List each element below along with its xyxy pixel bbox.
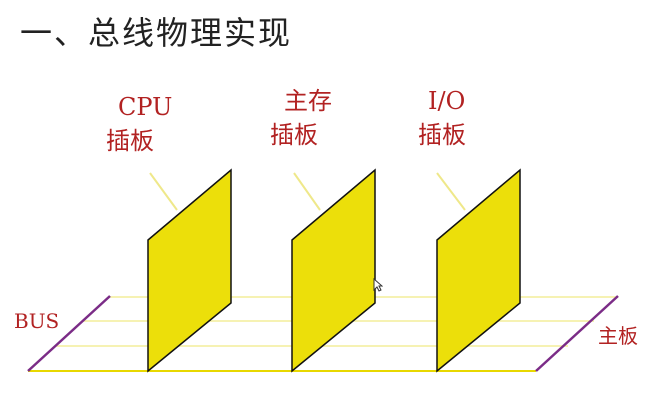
cpu-card-label-line2: 插板 bbox=[106, 127, 154, 155]
io-card bbox=[436, 168, 521, 373]
memory-card-label-line1: 主存 bbox=[284, 87, 332, 115]
io-card-leader-line bbox=[436, 172, 466, 211]
board-edge-left bbox=[27, 295, 111, 372]
memory-card-label: 主存 插板 bbox=[270, 84, 332, 152]
board-edge-right bbox=[535, 295, 619, 372]
slide-title: 一、总线物理实现 bbox=[20, 14, 293, 52]
cpu-card bbox=[147, 168, 232, 373]
cpu-card-leader-line bbox=[149, 172, 178, 211]
mouse-pointer-icon bbox=[373, 278, 383, 292]
io-card-label-line1: I/O bbox=[428, 87, 466, 115]
io-card-label: I/O 插板 bbox=[418, 84, 466, 152]
memory-card-label-line2: 插板 bbox=[270, 121, 318, 149]
memory-card-leader-line bbox=[293, 172, 321, 211]
cpu-card-label-line1: CPU bbox=[118, 93, 173, 121]
bus-label: BUS bbox=[14, 309, 59, 333]
board-label: 主板 bbox=[598, 324, 638, 348]
io-card-label-line2: 插板 bbox=[418, 121, 466, 149]
memory-card bbox=[291, 168, 376, 373]
cpu-card-label: CPU 插板 bbox=[106, 90, 172, 158]
